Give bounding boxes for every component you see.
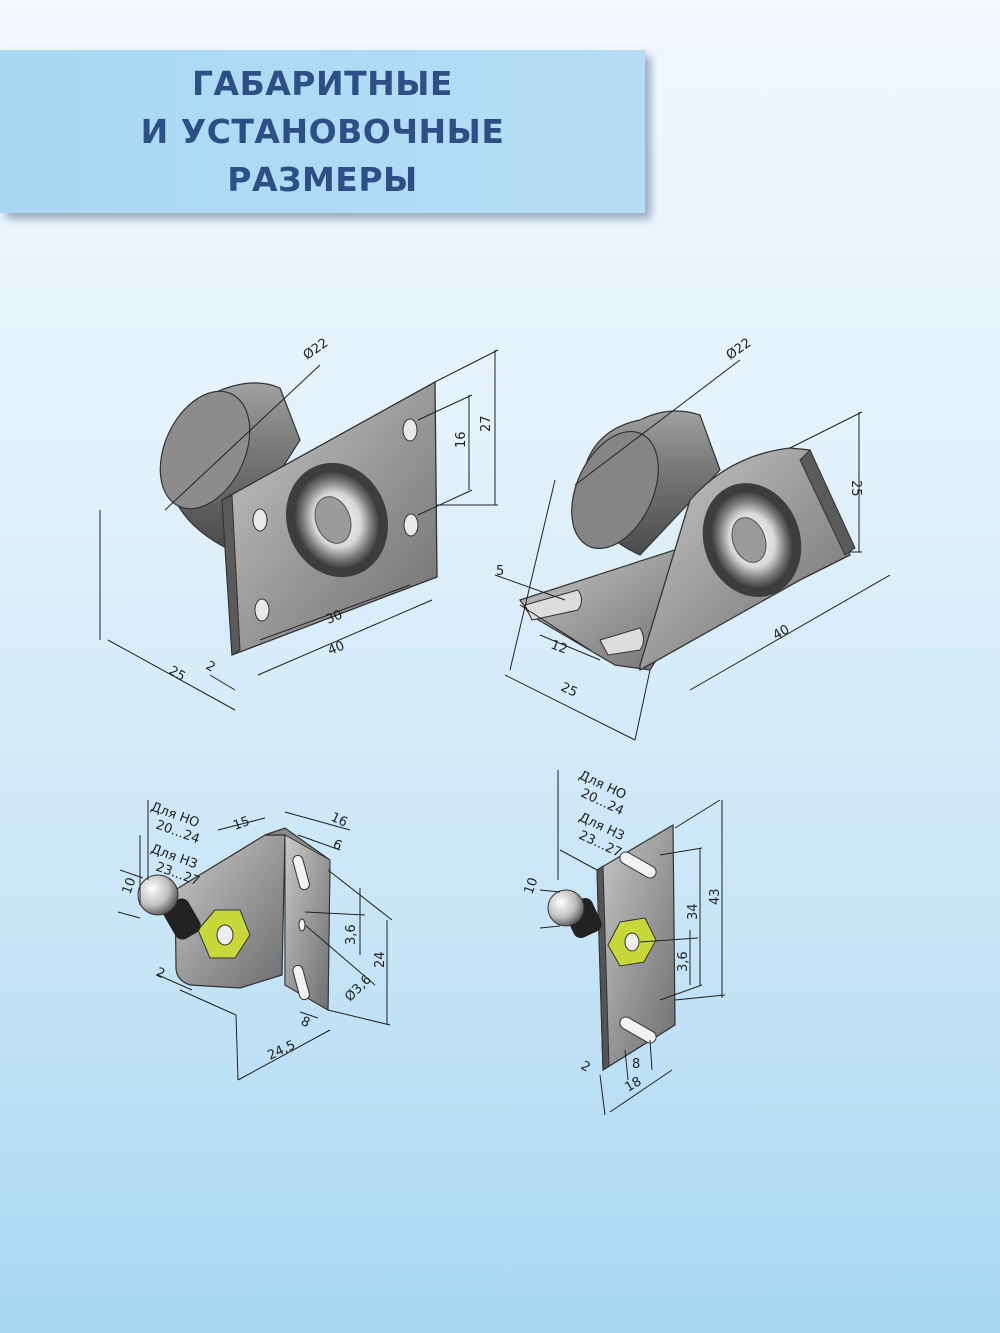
title-banner: ГАБАРИТНЫЕ И УСТАНОВОЧНЫЕ РАЗМЕРЫ bbox=[0, 50, 645, 213]
dim-slot: 5 bbox=[496, 564, 504, 579]
dim-slot-width: 6 bbox=[330, 837, 344, 854]
dim-depth: 24,5 bbox=[265, 1038, 298, 1064]
flat-bracket-view: Для НО 20...24 Для НЗ 23...27 10 34 43 3… bbox=[522, 768, 726, 1116]
dim-width: 40 bbox=[771, 622, 793, 643]
dim-width: 18 bbox=[623, 1074, 645, 1095]
dim-length: 25 bbox=[558, 680, 579, 701]
dim-ball: 10 bbox=[120, 876, 140, 897]
flat-bracket-part bbox=[547, 823, 676, 1072]
dim-thickness: 2 bbox=[203, 658, 218, 675]
dim-slot-spacing: 12 bbox=[549, 638, 570, 658]
dim-thickness: 2 bbox=[578, 1058, 593, 1075]
dim-width: 16 bbox=[328, 810, 349, 831]
dim-diameter: Ø22 bbox=[301, 336, 332, 364]
flange-mount-dimension-lines bbox=[99, 349, 499, 711]
flange-mount-view: Ø22 27 16 30 40 2 25 bbox=[99, 336, 499, 711]
dim-top-width: 15 bbox=[231, 814, 252, 834]
dim-ball: 10 bbox=[522, 876, 542, 897]
bracket-mount-part bbox=[519, 410, 856, 672]
angle-bracket-dimension-lines bbox=[117, 800, 393, 1081]
flat-bracket-dimension-lines bbox=[539, 770, 726, 1116]
dim-width: 40 bbox=[326, 639, 347, 659]
dim-outer-height: 43 bbox=[708, 888, 723, 905]
dim-hole-diameter: Ø3,6 bbox=[342, 972, 374, 1004]
dim-hole-offset: 3,6 bbox=[344, 924, 359, 945]
dim-slot-offset: 8 bbox=[298, 1014, 312, 1031]
dim-length: 25 bbox=[166, 663, 188, 684]
flange-mount-part bbox=[159, 380, 438, 656]
page-title: ГАБАРИТНЫЕ И УСТАНОВОЧНЫЕ РАЗМЕРЫ bbox=[141, 60, 505, 204]
dim-diameter: Ø22 bbox=[724, 336, 755, 364]
dim-hole-horizontal: 30 bbox=[324, 608, 345, 628]
dim-thickness: 2 bbox=[153, 965, 167, 982]
dim-height: 27 bbox=[479, 415, 494, 432]
dim-height: 24 bbox=[373, 951, 388, 968]
title-line-2: И УСТАНОВОЧНЫЕ bbox=[140, 111, 505, 151]
title-line-3: РАЗМЕРЫ bbox=[227, 159, 418, 199]
angle-bracket-part bbox=[137, 827, 331, 1012]
dim-slot-width: 8 bbox=[632, 1057, 640, 1072]
dim-hole-vertical: 16 bbox=[454, 431, 469, 448]
bracket-mount-view: Ø22 25 40 5 12 25 bbox=[494, 336, 891, 741]
dim-height: 25 bbox=[848, 480, 863, 497]
bracket-mount-dimension-lines bbox=[494, 359, 891, 741]
dim-inner-height: 34 bbox=[686, 903, 701, 920]
angle-bracket-view: Для НО 20...24 Для НЗ 23...27 10 15 16 6… bbox=[117, 800, 393, 1081]
dim-hole-offset: 3,6 bbox=[676, 951, 691, 972]
title-line-1: ГАБАРИТНЫЕ bbox=[192, 63, 453, 103]
